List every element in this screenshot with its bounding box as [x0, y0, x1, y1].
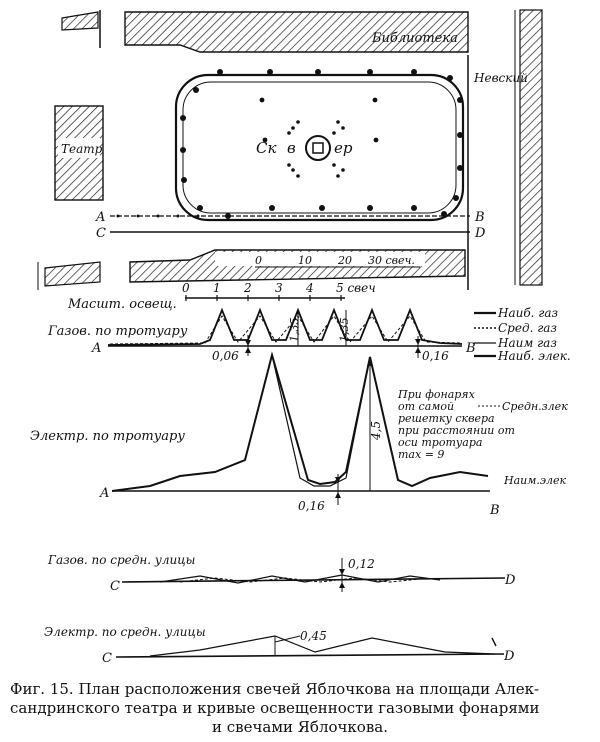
elec-note-5: оси тротуара — [398, 436, 482, 449]
legend-max-elec: Наиб. элек. — [497, 349, 571, 363]
monument — [287, 120, 345, 178]
row-c-left: C — [96, 226, 106, 241]
gas-sidewalk-chart: Газов. по тротуару A B 0,06 1,35 1,35 0,… — [47, 307, 476, 363]
nevsky-label: Невский — [473, 71, 528, 85]
legend-max-gas: Наиб. газ — [497, 306, 558, 320]
caption-line-3: и свечами Яблочкова. — [212, 718, 388, 736]
legend-min-gas: Наим газ — [497, 336, 557, 350]
gas-mid-curve — [109, 315, 461, 345]
elec-min-label: Наим.элек — [503, 474, 567, 487]
scale-tick-2: 2 — [243, 281, 252, 295]
library-building — [124, 11, 469, 53]
elec-sidewalk-label: Электр. по тротуару — [30, 429, 185, 444]
scale-tick-0: 0 — [182, 281, 190, 295]
gas-middle-value: 0,12 — [348, 557, 375, 571]
nevsky-building — [519, 9, 543, 286]
caption-line-2: сандринского театра и кривые освещенност… — [10, 699, 540, 717]
elec-note-4: при расстоянии от — [398, 424, 515, 437]
row-a-left: A — [95, 210, 105, 225]
scale-tick-4: 4 — [305, 281, 314, 295]
legend: Наиб. газ Сред. газ Наим газ Наиб. элек. — [474, 306, 571, 363]
gas-sidewalk-max-2: 1,35 — [338, 318, 351, 343]
map-scale-20: 20 — [337, 254, 352, 267]
elec-sidewalk-min: 0,16 — [298, 499, 325, 513]
row-c-right: D — [474, 226, 486, 241]
elec-note-6: max = 9 — [398, 448, 444, 461]
elec-note-1: При фонарях — [397, 388, 476, 401]
map-scale-0: 0 — [255, 254, 262, 267]
map-scale-30: 30 свеч. — [368, 254, 415, 267]
gas-sidewalk-min: 0,06 — [212, 349, 239, 363]
elec-sidewalk-peak: 4,5 — [369, 421, 383, 441]
elec-middle-right: D — [503, 649, 515, 664]
illumination-scale: 0 1 2 3 4 5 свеч Масшт. освещ. — [67, 281, 376, 312]
scale-tick-1: 1 — [213, 281, 221, 295]
caption-line-1: Фиг. 15. План расположения свечей Яблочк… — [10, 680, 540, 698]
square-plan: Библиотека Невский Театр — [37, 9, 543, 290]
elec-middle-curve — [149, 635, 496, 657]
building-top-left — [61, 11, 99, 31]
library-label: Библиотека — [371, 31, 458, 46]
elec-middle-left: C — [102, 651, 112, 666]
figure-caption: Фиг. 15. План расположения свечей Яблочк… — [10, 680, 590, 737]
elec-note-2: от самой — [398, 400, 454, 413]
legend-mid-gas: Сред. газ — [498, 321, 557, 335]
building-bottom-left — [44, 261, 101, 287]
elec-middle-chart: Электр. по средн. улицы C D 0,45 — [44, 625, 515, 666]
elec-middle-label: Электр. по средн. улицы — [44, 625, 206, 639]
gas-sidewalk-right: B — [465, 341, 476, 356]
gas-middle-right: D — [504, 573, 516, 588]
theatre-label: Театр — [61, 142, 103, 156]
elec-sidewalk-right: B — [489, 503, 500, 518]
elec-middle-value: 0,45 — [300, 629, 327, 643]
row-a-right: B — [474, 210, 485, 225]
gas-middle-label: Газов. по средн. улицы — [47, 553, 195, 567]
map-scale-10: 10 — [298, 254, 312, 267]
elec-sidewalk-chart: Электр. по тротуару A B 4,5 0,16 При фон… — [30, 351, 568, 518]
square-label-2: в — [287, 139, 296, 157]
elec-max-curve — [111, 351, 489, 492]
gas-sidewalk-right-value: 0,16 — [422, 349, 449, 363]
scale-tick-5: 5 свеч — [336, 281, 376, 295]
gas-middle-chart: Газов. по средн. улицы C D 0,12 — [47, 553, 516, 594]
elec-note-3: решетку сквера — [398, 412, 495, 425]
gas-middle-left: C — [110, 579, 120, 594]
scale-tick-3: 3 — [275, 281, 283, 295]
square-label-1: Ск — [256, 139, 276, 157]
gas-sidewalk-left: A — [91, 341, 101, 356]
scale-label: Масшт. освещ. — [67, 297, 177, 312]
gas-sidewalk-label: Газов. по тротуару — [47, 324, 188, 339]
elec-mid-label: Средн.злек — [502, 400, 568, 413]
square-label-3: ер — [334, 139, 353, 157]
gas-sidewalk-max: 1,35 — [288, 318, 301, 343]
elec-sidewalk-left: A — [99, 486, 109, 501]
